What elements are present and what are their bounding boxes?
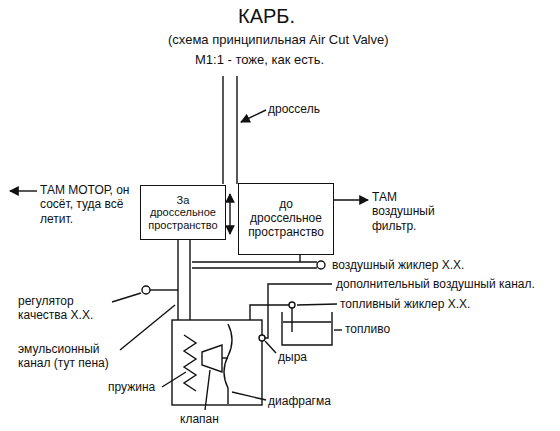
leader-line	[334, 329, 342, 330]
screw-shaft	[150, 289, 178, 290]
part-label: регулятор качества Х.Х.	[18, 294, 108, 323]
part-label: пружина	[108, 380, 155, 394]
pipe-wall	[222, 76, 223, 184]
leader-line	[232, 392, 266, 400]
part-label: топливный жиклер Х.Х.	[340, 297, 470, 311]
diaphragm-symbol	[224, 324, 232, 404]
part-label: воздушный жиклер Х.Х.	[332, 258, 464, 272]
spring-symbol	[184, 335, 196, 391]
leader-line	[120, 305, 175, 350]
idle-channel	[192, 267, 317, 268]
emulsion-channel	[177, 240, 178, 320]
emulsion-channel	[189, 240, 190, 320]
leader-line	[297, 304, 337, 305]
part-label: клапан	[180, 412, 219, 426]
valve-symbol	[202, 345, 222, 372]
fuel-level	[283, 321, 331, 322]
leader-line	[205, 370, 210, 410]
valve-body	[172, 320, 262, 405]
idle-channel	[192, 261, 317, 262]
region-label: За дроссельное пространство	[144, 194, 222, 232]
part-label: дыра	[278, 350, 307, 364]
part-label: дополнительный воздушный канал.	[336, 277, 535, 291]
leader-line	[162, 372, 186, 387]
leader-line	[112, 293, 141, 302]
valve-stem	[222, 357, 228, 358]
air-jet	[317, 261, 325, 269]
part-label: топливо	[345, 322, 390, 336]
region-label: до дроссельное пространство	[242, 198, 330, 239]
pipe-wall	[236, 76, 237, 184]
fuel-jet	[289, 302, 295, 308]
hole	[259, 335, 265, 341]
flow-arrow	[10, 190, 37, 191]
part-label: диафрагма	[268, 394, 331, 408]
extra-air-channel	[262, 284, 332, 338]
idle-channel	[299, 255, 300, 262]
fuel-channel	[250, 305, 292, 332]
leader-line	[265, 341, 276, 353]
leader-line	[241, 110, 266, 122]
part-label: М1:1 - тоже, как есть.	[195, 52, 324, 68]
idle-screw	[142, 286, 150, 294]
part-label: эмульсионный канал (тут пена)	[18, 342, 118, 371]
part-label: ТАМ воздушный фильтр.	[372, 190, 462, 233]
region-box: За дроссельное пространство	[140, 185, 226, 240]
title: КАРБ.	[238, 4, 295, 28]
fuel-bowl	[282, 312, 332, 345]
part-label: ТАМ МОТОР, он сосёт, туда всё летит.	[40, 183, 132, 226]
flow-arrow	[334, 199, 368, 200]
throttle-arrow	[229, 194, 230, 234]
part-label: дроссель	[268, 102, 320, 116]
region-box: до дроссельное пространство	[238, 183, 334, 255]
part-label: (схема принципильная Air Cut Valve)	[168, 32, 389, 48]
